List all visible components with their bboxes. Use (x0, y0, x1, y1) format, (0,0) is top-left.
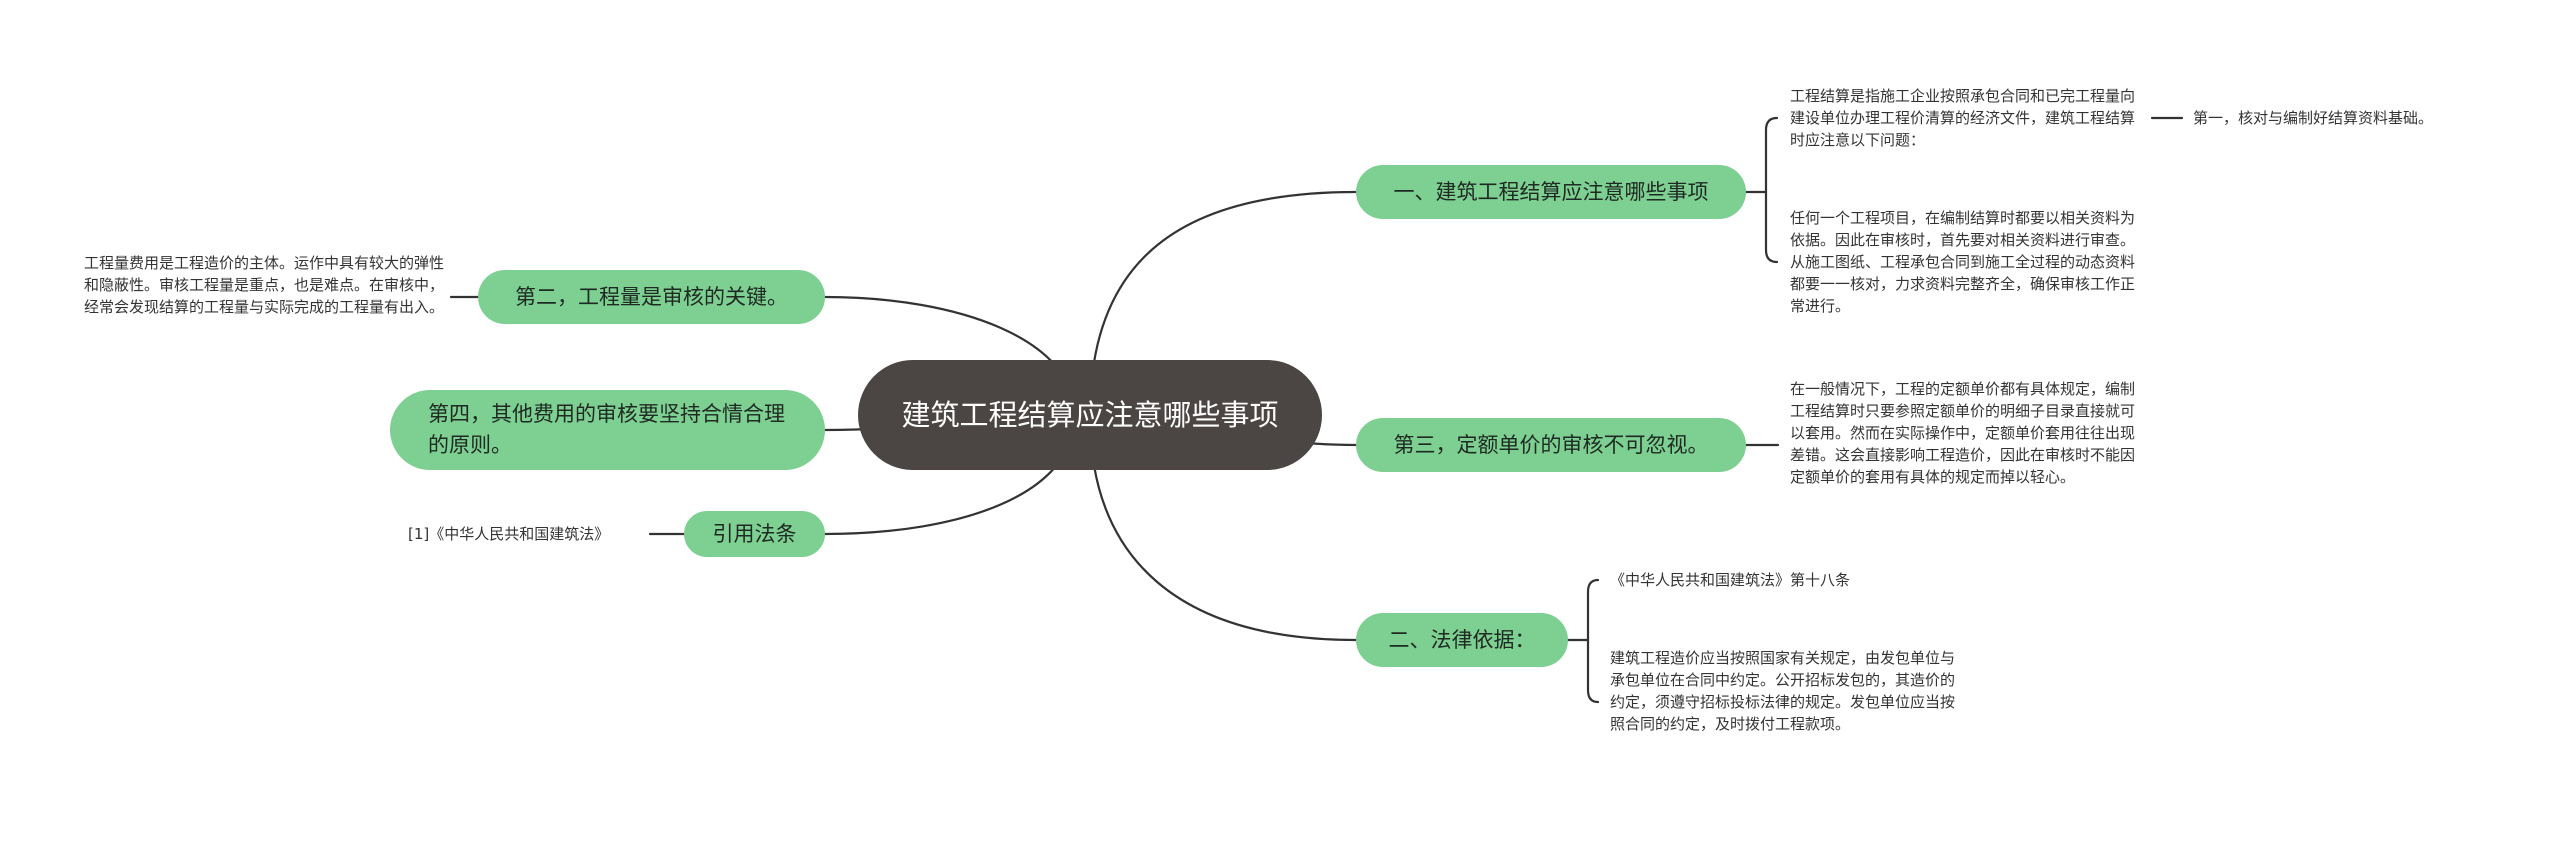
root-label: 建筑工程结算应注意哪些事项 (901, 398, 1279, 432)
branch-label-b4: 第二，工程量是审核的关键。 (515, 284, 788, 309)
branch-node-b6[interactable]: 引用法条 (684, 511, 825, 557)
leaf-b1-intro: 工程结算是指施工企业按照承包合同和已完工程量向建设单位办理工程价清算的经济文件，… (1790, 87, 2136, 149)
branch-node-b5[interactable]: 第四，其他费用的审核要坚持合情合理的原则。 (390, 390, 825, 470)
leaf-b3-law-title: 《中华人民共和国建筑法》第十八条 (1610, 571, 1851, 589)
leaf-b1-intro-child: 第一，核对与编制好结算资料基础。 (2193, 109, 2434, 127)
branch-node-b4[interactable]: 第二，工程量是审核的关键。 (478, 270, 825, 324)
leaf-b4-detail: 工程量费用是工程造价的主体。运作中具有较大的弹性和隐蔽性。审核工程量是重点，也是… (84, 254, 445, 316)
leaf-b2-detail: 在一般情况下，工程的定额单价都有具体规定，编制工程结算时只要参照定额单价的明细子… (1790, 380, 2136, 486)
leaf-b1-detail: 任何一个工程项目，在编制结算时都要以相关资料为依据。因此在审核时，首先要对相关资… (1790, 209, 2136, 315)
branch-label-b2: 第三，定额单价的审核不可忽视。 (1393, 432, 1709, 457)
bracket-b3 (1586, 578, 1600, 704)
branch-label-b3: 二、法律依据： (1388, 627, 1536, 652)
branch-label-b6: 引用法条 (712, 521, 797, 546)
branch-label-b5: 第四，其他费用的审核要坚持合情合理的原则。 (428, 402, 785, 457)
branch-node-b1[interactable]: 一、建筑工程结算应注意哪些事项 (1356, 165, 1746, 219)
bracket-b1 (1764, 116, 1779, 264)
leaf-b3-law-text: 建筑工程造价应当按照国家有关规定，由发包单位与承包单位在合同中约定。公开招标发包… (1610, 649, 1956, 733)
branch-node-b2[interactable]: 第三，定额单价的审核不可忽视。 (1356, 418, 1746, 472)
link-root-b1 (1088, 190, 1358, 417)
branch-node-b3[interactable]: 二、法律依据： (1356, 613, 1568, 667)
leaf-b6-ref: [1]《中华人民共和国建筑法》 (408, 525, 610, 543)
branch-label-b1: 一、建筑工程结算应注意哪些事项 (1393, 179, 1709, 204)
link-root-b3 (1088, 413, 1358, 642)
root-node[interactable]: 建筑工程结算应注意哪些事项 (858, 360, 1322, 470)
